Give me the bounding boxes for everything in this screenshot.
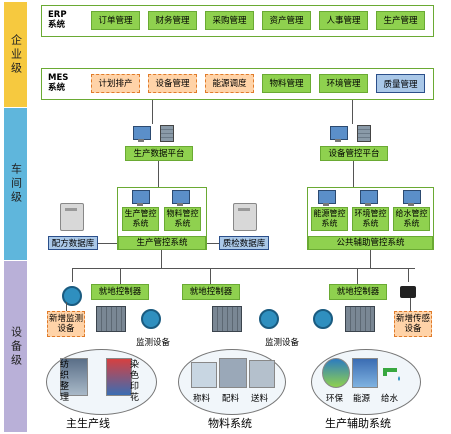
level-band-workshop: 车间级 <box>4 108 27 260</box>
connector <box>161 250 162 268</box>
level-label-workshop: 车间级 <box>9 163 23 205</box>
material-item: 称料 <box>193 394 211 404</box>
connector <box>207 243 219 244</box>
aux-item: 环保 <box>326 394 344 404</box>
sensor-icon <box>259 309 279 329</box>
connector <box>210 268 211 284</box>
erp-module: 采购管理 <box>205 11 254 30</box>
environment-image <box>322 358 350 388</box>
material-control-subsystem: 物料管控系统 <box>164 207 201 231</box>
level-label-enterprise: 企业级 <box>9 33 23 76</box>
quality-database: 质检数据库 <box>219 236 269 250</box>
material-item: 送料 <box>251 394 269 404</box>
energy-image <box>352 358 378 388</box>
monitoring-label: 监测设备 <box>265 338 300 348</box>
computer-icon <box>360 190 378 206</box>
computer-icon <box>133 126 151 142</box>
erp-module: 人事管理 <box>319 11 368 30</box>
sensor-icon <box>313 309 333 329</box>
erp-label: ERP 系统 <box>48 10 67 30</box>
connector <box>66 302 67 311</box>
level-label-device: 设备级 <box>9 325 23 368</box>
level-band-device: 设备级 <box>4 261 27 432</box>
water-control-subsystem: 给水管控系统 <box>393 207 430 231</box>
plc-icon <box>96 306 126 332</box>
connector <box>98 243 117 244</box>
main-line-title: 主生产线 <box>66 417 110 430</box>
sensor-icon <box>141 309 161 329</box>
mes-module: 计划排产 <box>91 74 140 93</box>
scale-image <box>191 362 217 388</box>
bus-line <box>72 268 415 269</box>
connector <box>410 298 411 311</box>
connector <box>72 268 73 282</box>
connector <box>408 268 409 282</box>
printing-machine-image <box>106 358 132 396</box>
level-band-enterprise: 企业级 <box>4 2 27 107</box>
mes-module: 质量管理 <box>376 74 425 93</box>
wireless-sensor-icon <box>400 286 416 298</box>
computer-icon <box>132 190 150 206</box>
material-item: 配料 <box>222 394 240 404</box>
mes-label: MES 系统 <box>48 73 69 93</box>
local-controller: 就地控制器 <box>329 284 387 300</box>
conveyor-image <box>249 360 275 388</box>
connector <box>352 100 353 124</box>
material-title: 物料系统 <box>208 417 252 430</box>
mixer-image <box>219 358 247 388</box>
weaving-machine-image <box>60 358 88 396</box>
local-controller: 就地控制器 <box>182 284 240 300</box>
mes-module: 物料管理 <box>262 74 311 93</box>
environment-control-subsystem: 环境管控系统 <box>352 207 389 231</box>
connector <box>353 161 354 187</box>
connector <box>158 161 159 187</box>
production-control-title: 生产管控系统 <box>118 236 206 250</box>
erp-module: 财务管理 <box>148 11 197 30</box>
erp-module: 订单管理 <box>91 11 140 30</box>
mes-module: 环境管理 <box>319 74 368 93</box>
main-line-item: 染色印花 <box>130 360 140 403</box>
plc-icon <box>345 306 375 332</box>
computer-icon <box>330 126 348 142</box>
server-icon <box>357 125 371 142</box>
connector <box>357 268 358 284</box>
energy-control-subsystem: 能源管控系统 <box>311 207 348 231</box>
mes-module: 设备管理 <box>148 74 197 93</box>
connector <box>370 250 371 268</box>
sensor-icon <box>62 286 82 306</box>
recipe-database: 配方数据库 <box>48 236 98 250</box>
erp-module: 生产管理 <box>376 11 425 30</box>
computer-icon <box>403 190 421 206</box>
aux-title: 生产辅助系统 <box>325 417 391 430</box>
local-controller: 就地控制器 <box>91 284 149 300</box>
new-sensor-device: 新增传感设备 <box>394 311 432 337</box>
mes-module: 能源调度 <box>205 74 254 93</box>
production-control-subsystem: 生产管控系统 <box>122 207 159 231</box>
server-tower-icon <box>60 203 84 231</box>
equipment-control-platform: 设备管控平台 <box>320 146 388 161</box>
aux-item: 能源 <box>353 394 371 404</box>
connector <box>120 268 121 284</box>
monitoring-label: 监测设备 <box>136 338 171 348</box>
aux-item: 给水 <box>381 394 399 404</box>
production-data-platform: 生产数据平台 <box>125 146 193 161</box>
new-monitor-device: 新增监测设备 <box>47 311 85 337</box>
connector <box>152 100 153 124</box>
computer-icon <box>318 190 336 206</box>
main-line-item: 纺织整理 <box>60 360 70 403</box>
computer-icon <box>172 190 190 206</box>
erp-module: 资产管理 <box>262 11 311 30</box>
server-icon <box>160 125 174 142</box>
plc-icon <box>212 306 242 332</box>
water-tap-icon <box>381 362 405 382</box>
aux-control-title: 公共辅助管控系统 <box>308 236 433 250</box>
server-tower-icon <box>233 203 257 231</box>
